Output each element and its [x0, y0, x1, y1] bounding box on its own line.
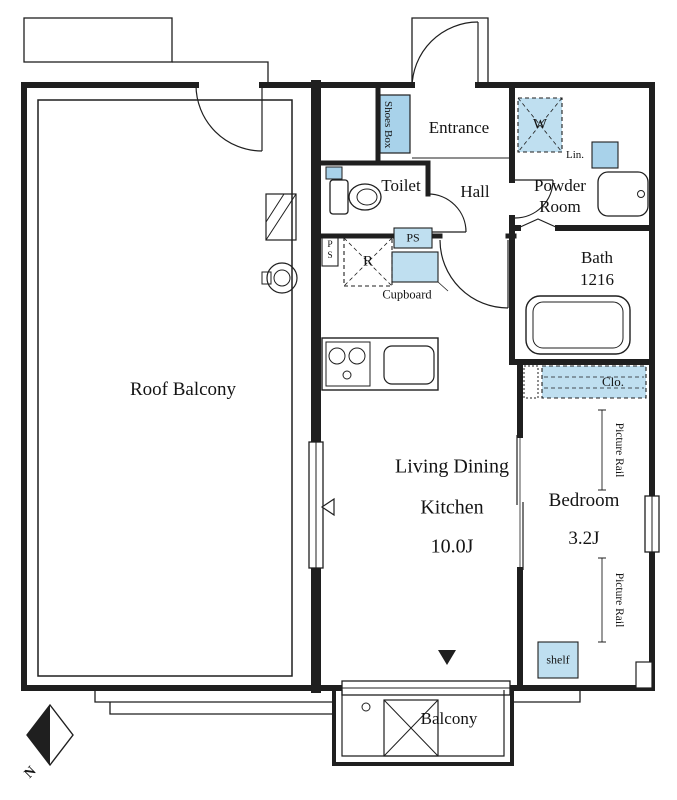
storage-boxes — [379, 94, 647, 679]
balcony-opening-marker — [438, 650, 456, 665]
hall-door-arc — [439, 239, 509, 309]
entrance-label: Entrance — [428, 118, 490, 137]
closet-rect — [541, 365, 647, 399]
washbasin — [597, 171, 649, 217]
hall-label: Hall — [460, 182, 490, 201]
cupboard-label: Cupboard — [382, 287, 432, 302]
bedroom-size-label: 3.2J — [568, 528, 600, 549]
roof-balcony-opening-marker — [320, 497, 335, 517]
entrance-door-arc — [411, 21, 479, 89]
kitchen-sink — [383, 345, 435, 385]
walls — [21, 80, 655, 693]
linen-rect — [591, 141, 619, 169]
ps-top-label: PS — [406, 230, 420, 245]
powder-room-label-2: Room — [539, 197, 581, 216]
bedroom-label: Bedroom — [548, 490, 620, 511]
bedroom-corner-box — [635, 661, 653, 689]
roof-balcony-outline — [37, 99, 298, 677]
bath-fold-door — [517, 218, 559, 229]
shoes-box-rect — [379, 94, 411, 154]
cupboard-rect — [391, 251, 439, 283]
shoes-box-label: Shoes Box — [382, 101, 394, 149]
shelf-rect — [537, 641, 579, 679]
shaft-boxes — [321, 235, 393, 287]
powder-room-label-1: Powder — [534, 176, 586, 195]
shelf-label: shelf — [546, 652, 570, 667]
powder-door-arc — [514, 179, 554, 219]
ps-top-rect — [393, 227, 433, 249]
balcony-structure — [332, 690, 514, 766]
picture-rail-label-lower: Picture Rail — [613, 572, 625, 628]
toilet-door-arc — [427, 193, 467, 233]
faucet-outer — [266, 262, 298, 294]
ps-left-label: PS — [325, 240, 335, 262]
ps-left-rect — [321, 235, 339, 267]
evacuation-hatch — [383, 699, 439, 757]
faucet-inner — [273, 269, 291, 287]
toilet-bowl — [348, 183, 382, 211]
picture-rail-lines — [598, 409, 606, 643]
fridge-rect — [343, 237, 393, 287]
ldk-size-label: 10.0J — [430, 535, 474, 558]
bathtub — [525, 295, 631, 355]
picture-rail-label-upper: Picture Rail — [613, 422, 625, 478]
linen-label: Lin. — [565, 149, 585, 161]
drain — [361, 702, 371, 712]
ldk-label-1: Living Dining — [395, 455, 509, 478]
closet-label: Clo. — [601, 374, 625, 389]
outer-structures — [23, 17, 581, 715]
north-compass-icon — [26, 703, 74, 767]
fixtures — [321, 166, 653, 689]
stove — [325, 341, 371, 387]
markers — [320, 497, 456, 665]
ac-unit — [265, 193, 297, 241]
bath-size-label: 1216 — [580, 270, 614, 289]
balcony-label: Balcony — [420, 709, 478, 728]
roof-balcony-door-arc — [195, 84, 263, 152]
washer-label: W — [532, 116, 548, 133]
windows — [308, 441, 660, 696]
bath-label: Bath — [580, 248, 614, 267]
doors — [195, 21, 559, 570]
toilet-tank — [329, 179, 349, 215]
kitchen-counter — [321, 337, 439, 391]
ldk-label-2: Kitchen — [420, 496, 484, 519]
roof-balcony-label: Roof Balcony — [129, 379, 237, 400]
toilet-remote — [325, 166, 343, 180]
toilet-label: Toilet — [381, 176, 421, 195]
fridge-label: R — [362, 253, 374, 270]
